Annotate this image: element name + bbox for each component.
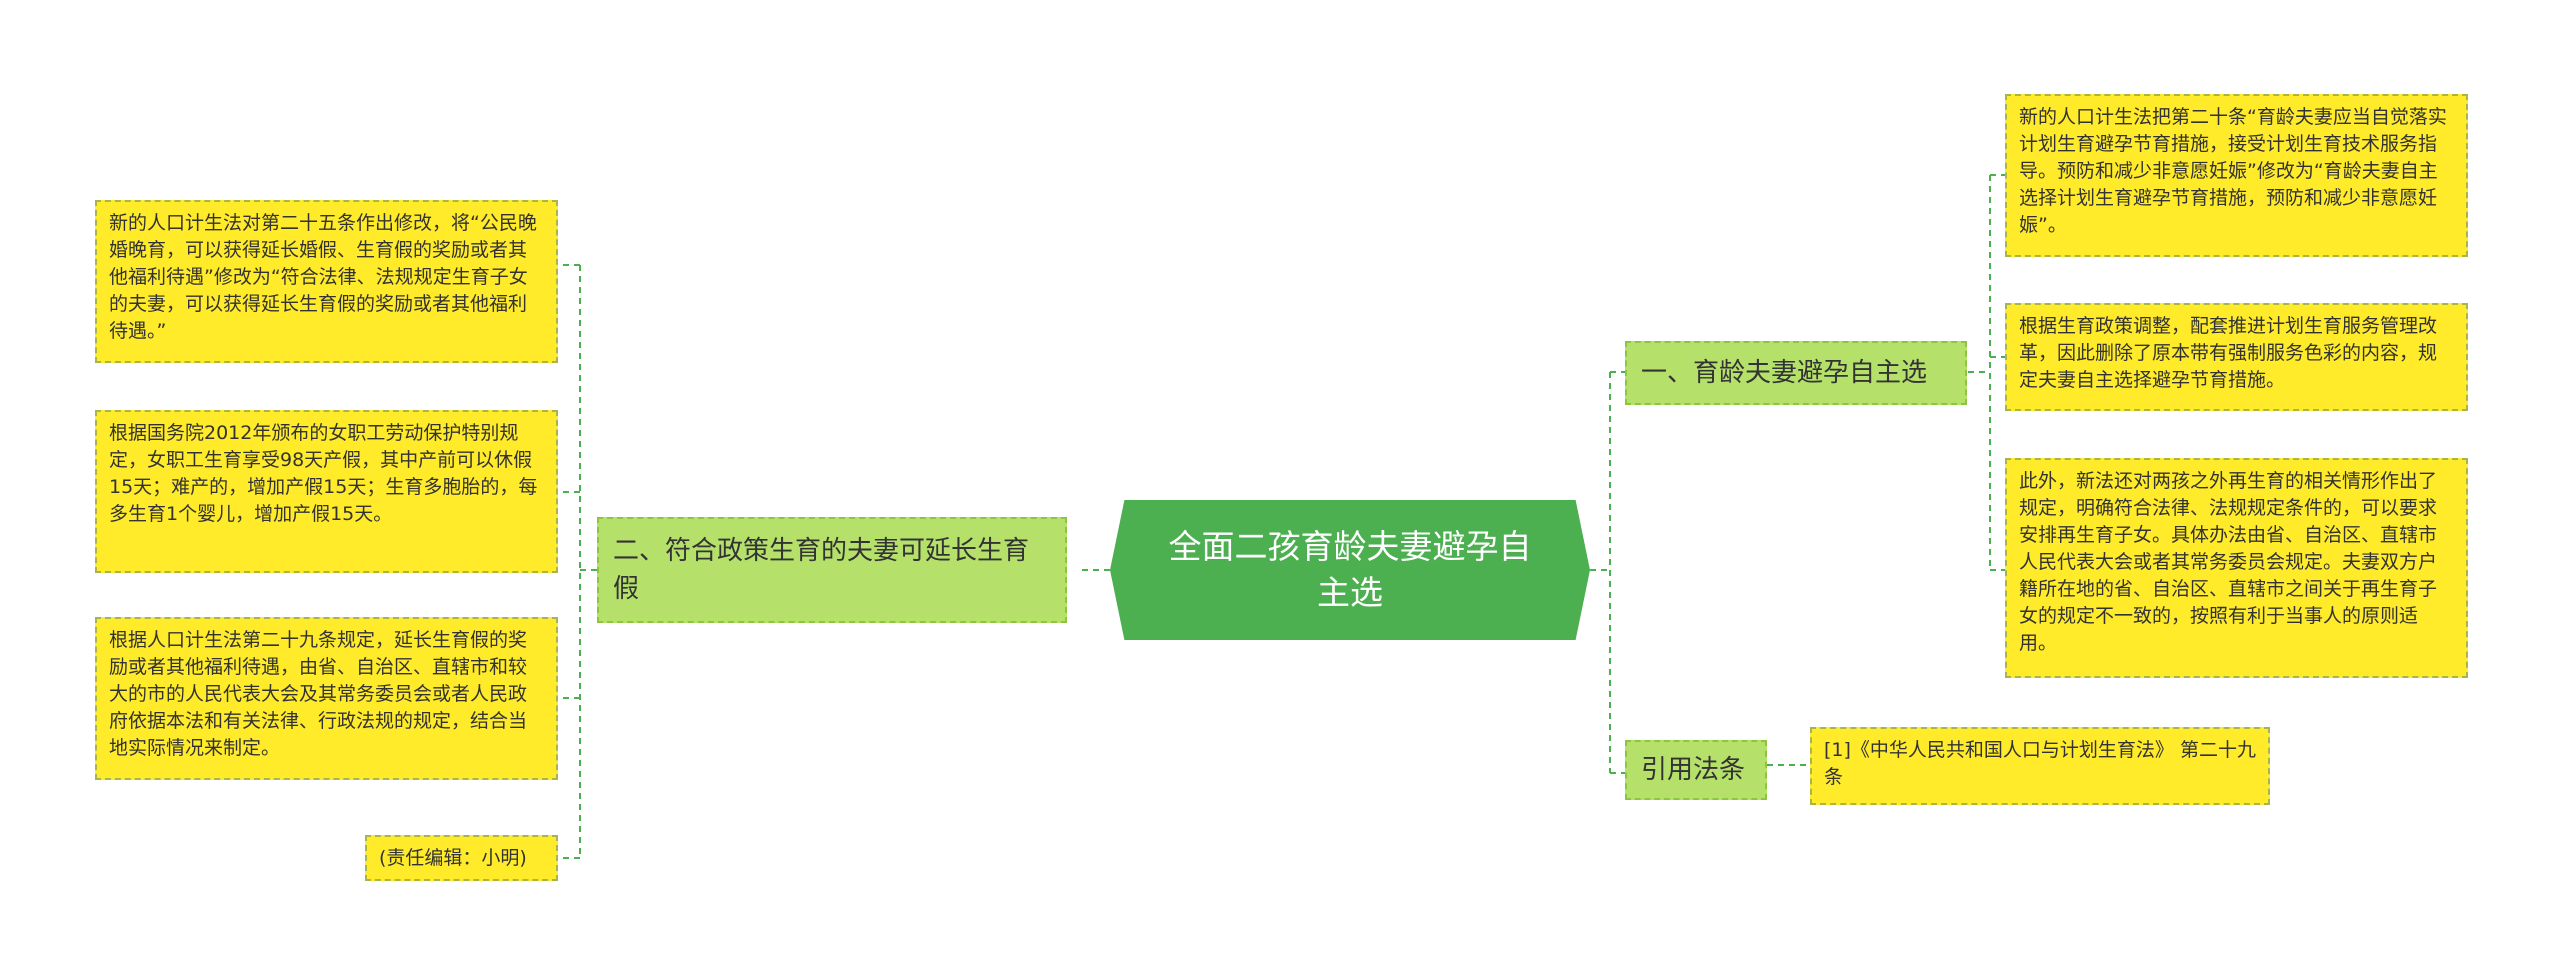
branch-cited-law[interactable]: 引用法条 [1625, 740, 1767, 800]
leaf-node[interactable]: 新的人口计生法对第二十五条作出修改，将“公民晚婚晚育，可以获得延长婚假、生育假的… [95, 200, 558, 363]
connector-left-spine [579, 265, 597, 858]
branch-contraception-choice[interactable]: 一、育龄夫妻避孕自主选 [1625, 341, 1967, 405]
leaf-text: 新的人口计生法把第二十条“育龄夫妻应当自觉落实计划生育避孕节育措施，接受计划生育… [2019, 106, 2447, 236]
connector-right1-spine [1968, 175, 1991, 570]
leaf-node[interactable]: 新的人口计生法把第二十条“育龄夫妻应当自觉落实计划生育避孕节育措施，接受计划生育… [2005, 94, 2468, 257]
branch-extended-leave[interactable]: 二、符合政策生育的夫妻可延长生育假 [597, 517, 1067, 623]
leaf-node[interactable]: 根据生育政策调整，配套推进计划生育服务管理改革，因此删除了原本带有强制服务色彩的… [2005, 303, 2468, 411]
branch-title: 引用法条 [1641, 755, 1746, 785]
root-node[interactable]: 全面二孩育龄夫妻避孕自主选 [1110, 500, 1590, 640]
leaf-node[interactable]: 根据人口计生法第二十九条规定，延长生育假的奖励或者其他福利待遇，由省、自治区、直… [95, 617, 558, 780]
connector-root-right [1590, 372, 1611, 773]
leaf-text: (责任编辑：小明) [379, 847, 527, 869]
leaf-text: 新的人口计生法对第二十五条作出修改，将“公民晚婚晚育，可以获得延长婚假、生育假的… [109, 212, 537, 342]
leaf-text: 根据生育政策调整，配套推进计划生育服务管理改革，因此删除了原本带有强制服务色彩的… [2019, 315, 2438, 391]
leaf-text: 根据人口计生法第二十九条规定，延长生育假的奖励或者其他福利待遇，由省、自治区、直… [109, 629, 528, 759]
leaf-node[interactable]: 此外，新法还对两孩之外再生育的相关情形作出了规定，明确符合法律、法规规定条件的，… [2005, 458, 2468, 678]
leaf-node[interactable]: [1]《中华人民共和国人口与计划生育法》 第二十九条 [1810, 727, 2270, 805]
leaf-node[interactable]: 根据国务院2012年颁布的女职工劳动保护特别规定，女职工生育享受98天产假，其中… [95, 410, 558, 573]
branch-title: 一、育龄夫妻避孕自主选 [1641, 358, 1928, 388]
leaf-text: 根据国务院2012年颁布的女职工劳动保护特别规定，女职工生育享受98天产假，其中… [109, 422, 538, 525]
editor-note[interactable]: (责任编辑：小明) [365, 835, 558, 881]
leaf-text: [1]《中华人民共和国人口与计划生育法》 第二十九条 [1824, 739, 2256, 788]
branch-title: 二、符合政策生育的夫妻可延长生育假 [613, 536, 1030, 604]
leaf-text: 此外，新法还对两孩之外再生育的相关情形作出了规定，明确符合法律、法规规定条件的，… [2019, 470, 2438, 654]
root-title: 全面二孩育龄夫妻避孕自主选 [1168, 527, 1532, 612]
